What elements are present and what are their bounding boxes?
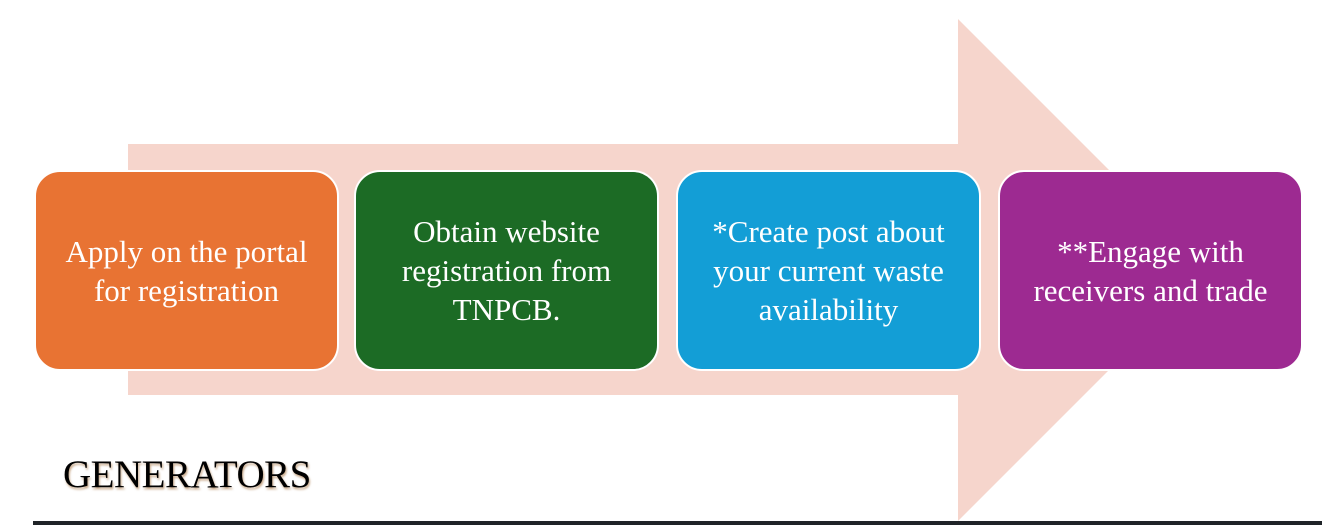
step-apply-portal: Apply on the portal for registration xyxy=(34,170,339,371)
step-text: *Create post about your current waste av… xyxy=(712,214,945,327)
step-engage-receivers: **Engage with receivers and trade xyxy=(998,170,1303,371)
step-text: **Engage with receivers and trade xyxy=(1033,233,1268,308)
step-text: Apply on the portal for registration xyxy=(65,233,308,308)
divider-line xyxy=(33,521,1322,525)
step-text: Obtain website registration from TNPCB. xyxy=(401,214,612,327)
step-obtain-registration: Obtain website registration from TNPCB. xyxy=(354,170,659,371)
arrow-shape xyxy=(128,19,1209,521)
step-create-post: *Create post about your current waste av… xyxy=(676,170,981,371)
section-title: GENERATORS xyxy=(63,453,311,496)
